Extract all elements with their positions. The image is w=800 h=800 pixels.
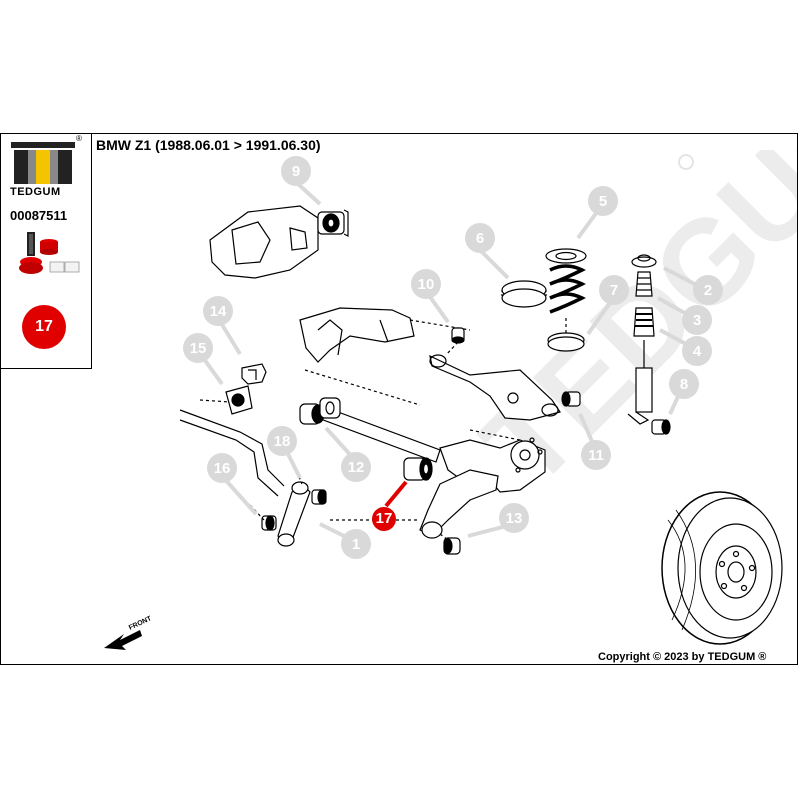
svg-text:9: 9 — [292, 163, 300, 180]
product-thumbnail — [19, 232, 80, 274]
svg-text:7: 7 — [610, 282, 618, 299]
parts-drawing — [179, 205, 783, 645]
svg-text:18: 18 — [274, 433, 291, 450]
callout-12: 12 — [341, 452, 371, 482]
callout-4: 4 — [682, 336, 712, 366]
svg-text:15: 15 — [190, 340, 207, 357]
svg-text:17: 17 — [376, 510, 393, 527]
callout-9: 9 — [281, 156, 311, 186]
front-arrow-icon: FRONT — [104, 615, 153, 650]
callout-15: 15 — [183, 333, 213, 363]
svg-text:16: 16 — [214, 460, 231, 477]
callout-14: 14 — [203, 296, 233, 326]
part-number: 00087511 — [10, 208, 68, 223]
svg-text:2: 2 — [704, 282, 712, 299]
callout-16: 16 — [207, 453, 237, 483]
svg-text:5: 5 — [599, 193, 607, 210]
suspension-diagram: TEDGUM — [104, 150, 797, 650]
callout-17-highlighted: 17 — [372, 507, 396, 531]
callout-18: 18 — [267, 426, 297, 456]
svg-text:6: 6 — [476, 230, 484, 247]
svg-text:13: 13 — [506, 510, 523, 527]
callout-6: 6 — [465, 223, 495, 253]
svg-text:10: 10 — [418, 276, 435, 293]
highlight-badge: 17 — [22, 305, 66, 349]
svg-text:8: 8 — [680, 376, 688, 393]
svg-text:1: 1 — [352, 536, 360, 553]
callout-8: 8 — [669, 369, 699, 399]
callout-11: 11 — [581, 440, 611, 470]
logo-text: TEDGUM — [10, 186, 61, 198]
callout-3: 3 — [682, 305, 712, 335]
callout-7: 7 — [599, 275, 629, 305]
sidebar-panel — [0, 133, 92, 369]
svg-text:12: 12 — [348, 459, 365, 476]
callout-10: 10 — [411, 269, 441, 299]
vehicle-title: BMW Z1 (1988.06.01 > 1991.06.30) — [96, 137, 321, 153]
callout-badges: 9 5 6 7 2 3 4 8 10 11 12 13 14 15 16 18 … — [183, 156, 723, 559]
callout-13: 13 — [499, 503, 529, 533]
watermark-registered-icon — [678, 154, 694, 170]
svg-text:3: 3 — [693, 312, 701, 329]
callout-5: 5 — [588, 186, 618, 216]
registered-mark: ® — [76, 134, 82, 143]
copyright-text: Copyright © 2023 by TEDGUM ® — [598, 651, 767, 663]
svg-text:11: 11 — [588, 447, 604, 464]
callout-1: 1 — [341, 529, 371, 559]
tedgum-logo — [11, 142, 75, 184]
callout-2: 2 — [693, 275, 723, 305]
svg-text:14: 14 — [210, 303, 227, 320]
svg-text:4: 4 — [693, 343, 702, 360]
front-label: FRONT — [128, 615, 153, 632]
